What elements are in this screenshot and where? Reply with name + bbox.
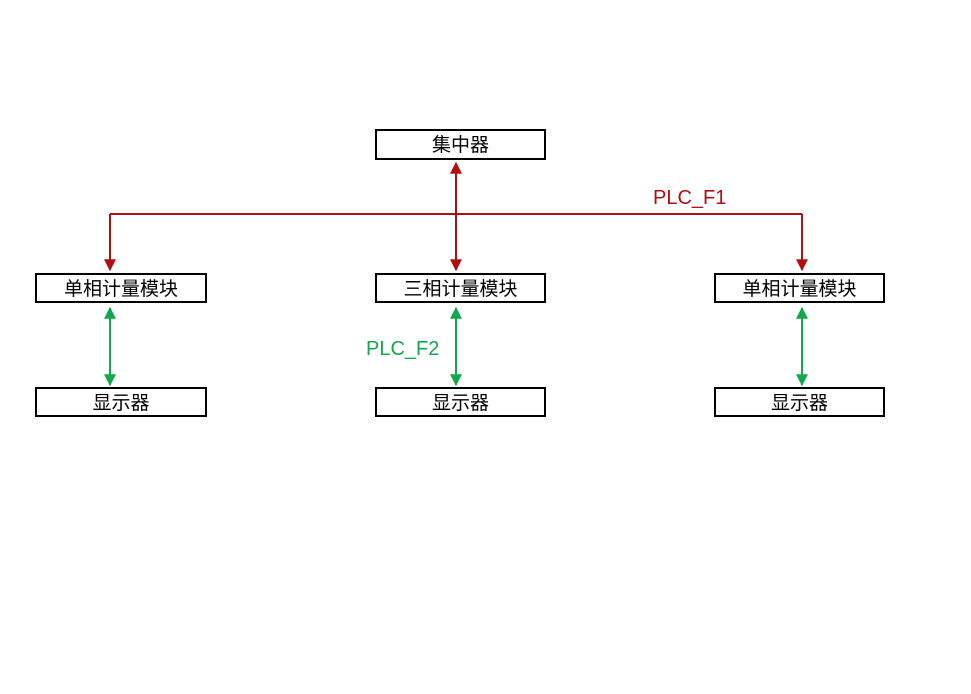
right-meter-label: 单相计量模块	[742, 278, 856, 300]
right-meter-node: 单相计量模块	[714, 273, 885, 303]
center-display-node: 显示器	[375, 387, 546, 417]
center-meter-node: 三相计量模块	[375, 273, 546, 303]
left-meter-node: 单相计量模块	[35, 273, 207, 303]
left-meter-label: 单相计量模块	[64, 278, 178, 300]
plc-f1-connections: PLC_F1	[104, 161, 808, 272]
concentrator-label: 集中器	[432, 134, 489, 156]
center-display-label: 显示器	[432, 392, 489, 414]
right-display-label: 显示器	[771, 392, 828, 414]
center-meter-label: 三相计量模块	[403, 278, 517, 300]
plc-f1-label: PLC_F1	[653, 187, 726, 209]
right-display-node: 显示器	[714, 387, 885, 417]
plc-f2-label: PLC_F2	[366, 338, 439, 360]
concentrator-node: 集中器	[375, 129, 546, 160]
plc-f2-connections: PLC_F2	[104, 306, 808, 387]
left-display-label: 显示器	[92, 392, 149, 414]
left-display-node: 显示器	[35, 387, 207, 417]
